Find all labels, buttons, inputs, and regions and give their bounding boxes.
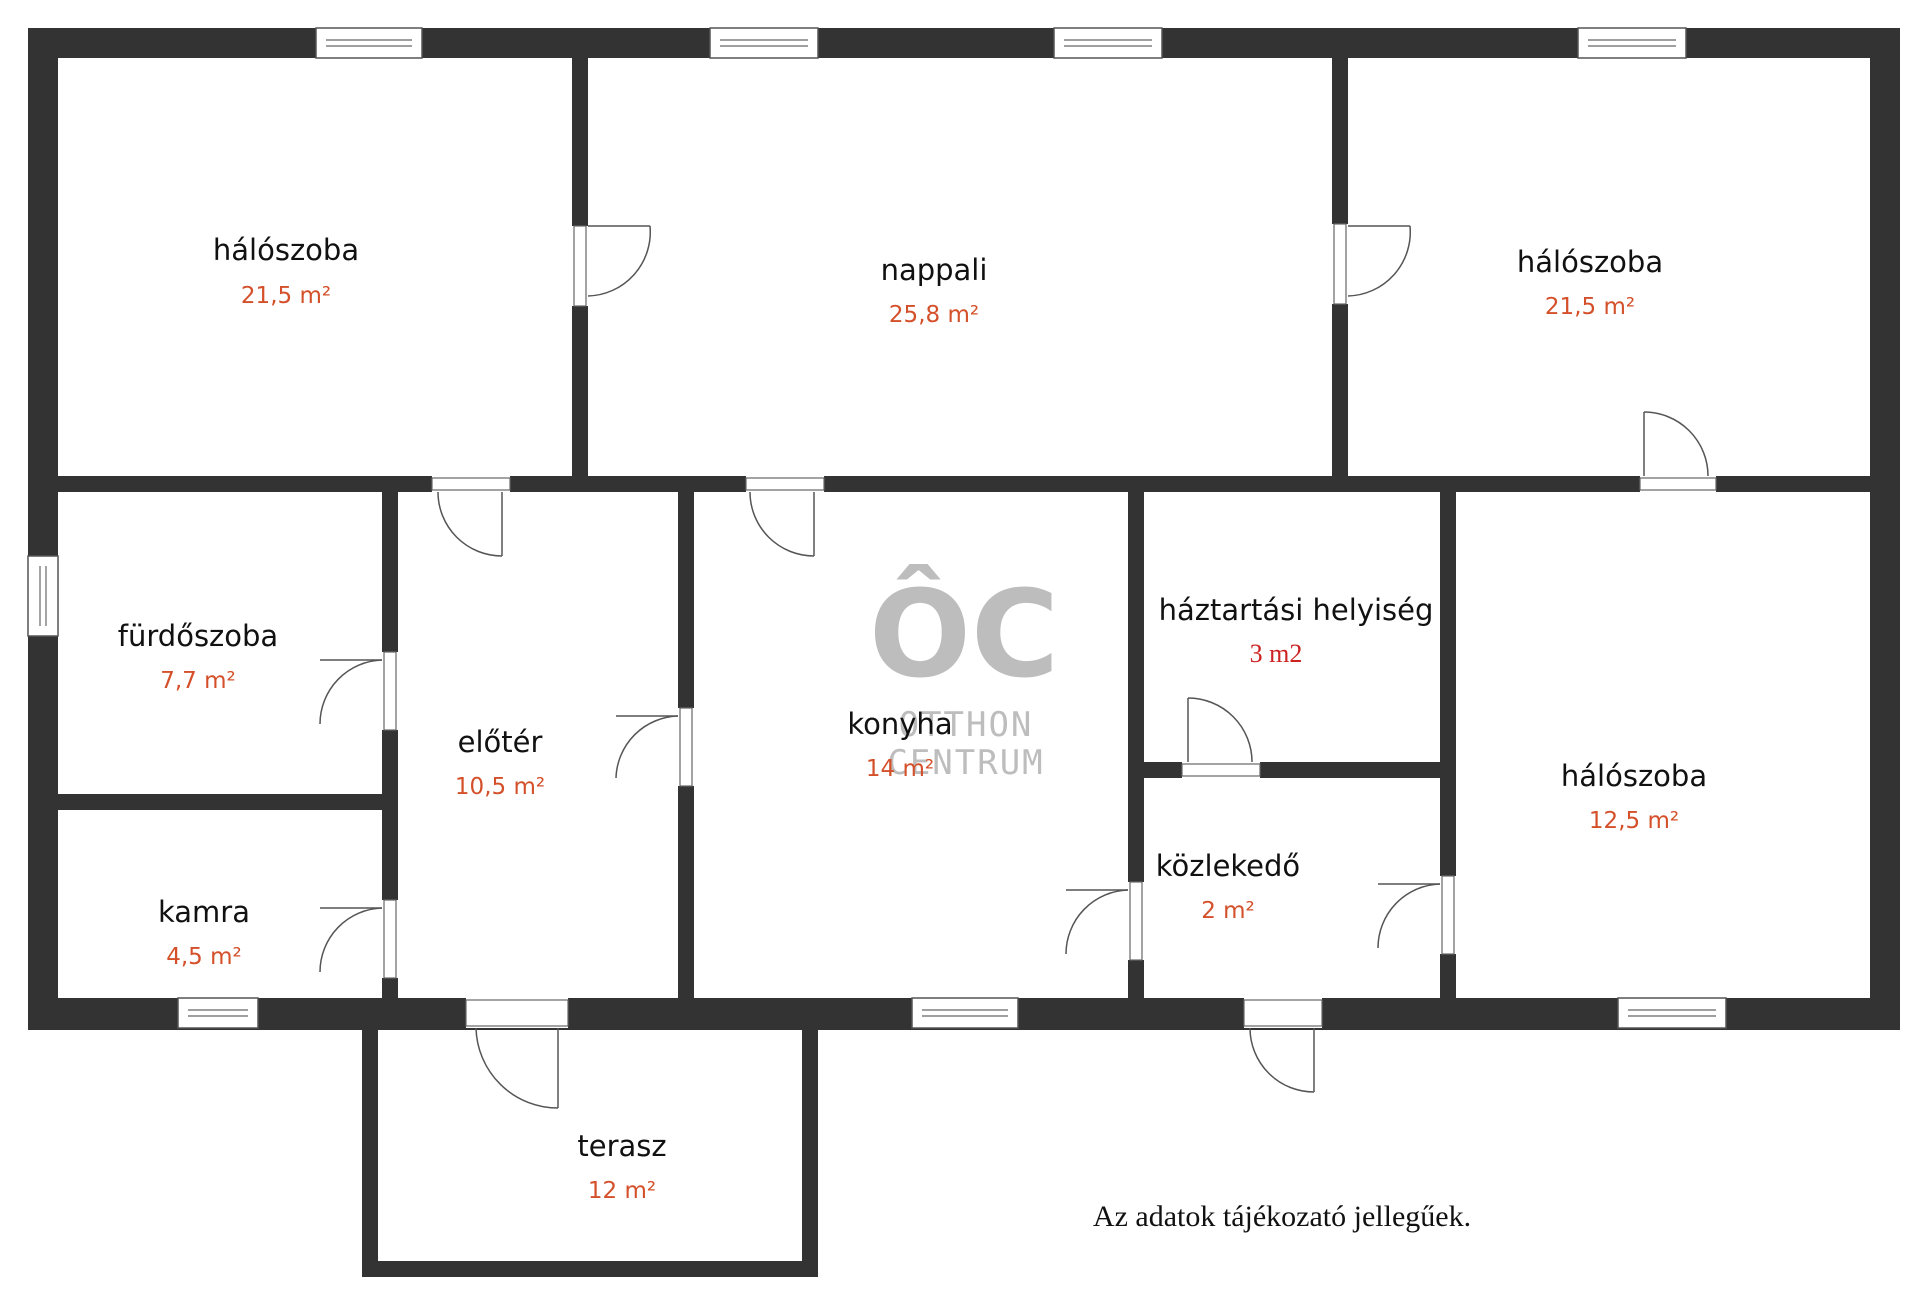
room-area: 4,5 m² [166,944,242,970]
room-name: hálószoba [1561,759,1707,793]
room-hall: előtér 10,5 m² [455,725,545,800]
door-kitchen-top [745,476,825,557]
terrace-wall-left [362,1025,378,1277]
room-area: 12 m² [588,1178,656,1204]
room-bedroom-left: hálószoba 21,5 m² [213,233,359,309]
room-area: 12,5 m² [1589,808,1679,834]
window-left [27,555,59,637]
window-top-2 [709,27,819,59]
logo-mark: ÔC [869,565,1059,705]
door-living-bed-right [1332,223,1412,305]
room-area: 2 m² [1201,898,1255,924]
room-name: háztartási helyiség [1159,593,1434,627]
window-top-1 [315,27,423,59]
room-name: hálószoba [1517,245,1663,279]
door-corridor-bed [1377,875,1456,955]
door-hall-kitchen [615,707,694,787]
room-name: hálószoba [213,233,359,267]
door-bath-hall [319,651,398,731]
room-area: 7,7 m² [160,668,236,694]
room-name: előtér [458,725,543,759]
room-utility: háztartási helyiség 3 m2 [1159,593,1434,668]
room-name: közlekedő [1156,849,1300,883]
outer-wall-top [28,28,1900,58]
wall-v-kitchen-utility [1128,490,1144,1000]
room-terrace: terasz 12 m² [577,1129,666,1204]
room-corridor: közlekedő 2 m² [1156,849,1300,924]
room-area: 14 m² [866,756,934,782]
terrace-wall-right [802,1025,818,1277]
room-name: nappali [881,253,988,287]
room-name: terasz [577,1129,666,1163]
door-bed-right-bottom [1639,411,1717,492]
wall-upper-horizontal [44,476,1884,492]
room-name: fürdőszoba [118,619,278,653]
wall-v-utility-bed [1440,490,1456,1000]
room-bedroom-right: hálószoba 21,5 m² [1517,245,1663,320]
window-bottom-2 [911,997,1019,1029]
window-bottom-3 [1617,997,1727,1029]
room-bathroom: fürdőszoba 7,7 m² [118,619,278,694]
door-pantry-hall [319,899,398,979]
room-area: 10,5 m² [455,774,545,800]
windows [27,27,1727,1029]
door-corridor-outside [1243,998,1323,1093]
room-pantry: kamra 4,5 m² [158,895,250,970]
door-hall-top [431,476,511,557]
door-bed-left-living [572,225,652,307]
interior-walls [44,58,1884,1000]
logo-line-1: OTTHON [899,705,1034,745]
window-top-4 [1577,27,1687,59]
outer-wall-right [1870,28,1900,1030]
logo-line-2: CENTRUM [887,743,1044,783]
wall-v-bath-hall [382,490,398,1000]
room-area: 25,8 m² [889,302,979,328]
room-name: kamra [158,895,250,929]
otthon-centrum-logo: ÔC OTTHON CENTRUM [869,565,1059,783]
room-area: 21,5 m² [241,283,331,309]
room-kitchen: konyha 14 m² [847,707,952,782]
window-top-3 [1053,27,1163,59]
doors [319,223,1717,1109]
room-bedroom-small: hálószoba 12,5 m² [1561,759,1707,834]
disclaimer-note: Az adatok tájékozató jellegűek. [1093,1200,1471,1233]
door-utility-corridor [1181,697,1261,778]
room-living: nappali 25,8 m² [881,253,988,328]
room-area: 3 m2 [1250,639,1303,668]
door-kitchen-corridor [1065,881,1144,961]
window-bottom-1 [177,997,259,1029]
room-name: konyha [847,707,952,741]
outer-wall-left [28,28,58,1030]
door-hall-terrace [465,998,569,1109]
wall-h-bath-pantry [58,794,384,810]
room-area: 21,5 m² [1545,294,1635,320]
terrace-wall-bottom [362,1261,818,1277]
terrace-walls [362,1025,818,1277]
outer-walls [28,28,1900,1030]
